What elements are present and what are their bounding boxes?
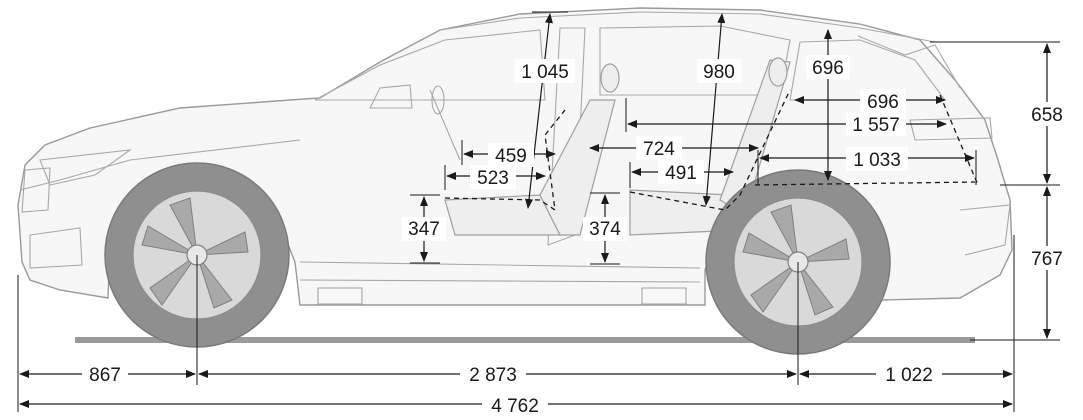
lower-height-label: 767 xyxy=(1031,249,1063,270)
door-sill-line xyxy=(299,261,701,269)
cargo-length-rear-seat-label: 1 557 xyxy=(852,115,900,136)
front-overhang-label: 867 xyxy=(89,365,121,386)
side-mirror xyxy=(369,84,413,109)
front-headroom-label: 1 045 xyxy=(521,62,569,83)
shoulder-line xyxy=(19,139,301,191)
rear-headroom-label: 980 xyxy=(703,62,735,83)
cargo-height-label: 696 xyxy=(812,58,844,79)
side-skirt xyxy=(299,279,701,283)
cargo-top-length-label: 696 xyxy=(867,92,899,113)
front-seat-length-label: 523 xyxy=(477,168,509,189)
wheelbase-label: 2 873 xyxy=(469,365,517,386)
rear-headrest xyxy=(768,57,788,87)
rear-spoiler xyxy=(857,35,961,89)
cargo-floor-reference xyxy=(754,181,976,186)
grille xyxy=(21,167,51,213)
door-handle-rear xyxy=(641,287,687,305)
headlight xyxy=(39,149,133,186)
front-intake xyxy=(29,227,83,269)
rear-wheel-spokes xyxy=(742,204,850,316)
door-handle-front xyxy=(317,287,363,305)
roof-rail xyxy=(439,11,936,43)
cargo-floor-length-label: 1 033 xyxy=(853,150,901,171)
dimension-annotations: 867 2 873 1 022 4 762 658 767 1 045 980 xyxy=(17,11,1070,417)
front-seat-depth-label: 459 xyxy=(495,146,527,167)
rear-bumper xyxy=(959,204,1011,256)
rear-seat-depth-label: 724 xyxy=(643,139,675,160)
rear-seat-reference xyxy=(629,89,791,211)
front-window xyxy=(314,29,546,101)
upper-height-label: 658 xyxy=(1031,105,1063,126)
steering-wheel xyxy=(431,85,445,115)
rear-seat-height-label: 374 xyxy=(589,219,621,240)
front-seat-height-label: 347 xyxy=(408,219,440,240)
taillight xyxy=(909,117,993,141)
steering-column xyxy=(429,89,461,161)
quarter-window xyxy=(789,39,947,101)
front-wheel-spokes xyxy=(141,197,249,309)
cargo-rear-reference xyxy=(939,94,979,186)
rear-seat-length-label: 491 xyxy=(665,163,697,184)
rear-overhang-label: 1 022 xyxy=(885,365,933,386)
overall-length-label: 4 762 xyxy=(491,396,539,417)
front-seat-back xyxy=(539,99,616,236)
front-headrest xyxy=(600,63,620,93)
